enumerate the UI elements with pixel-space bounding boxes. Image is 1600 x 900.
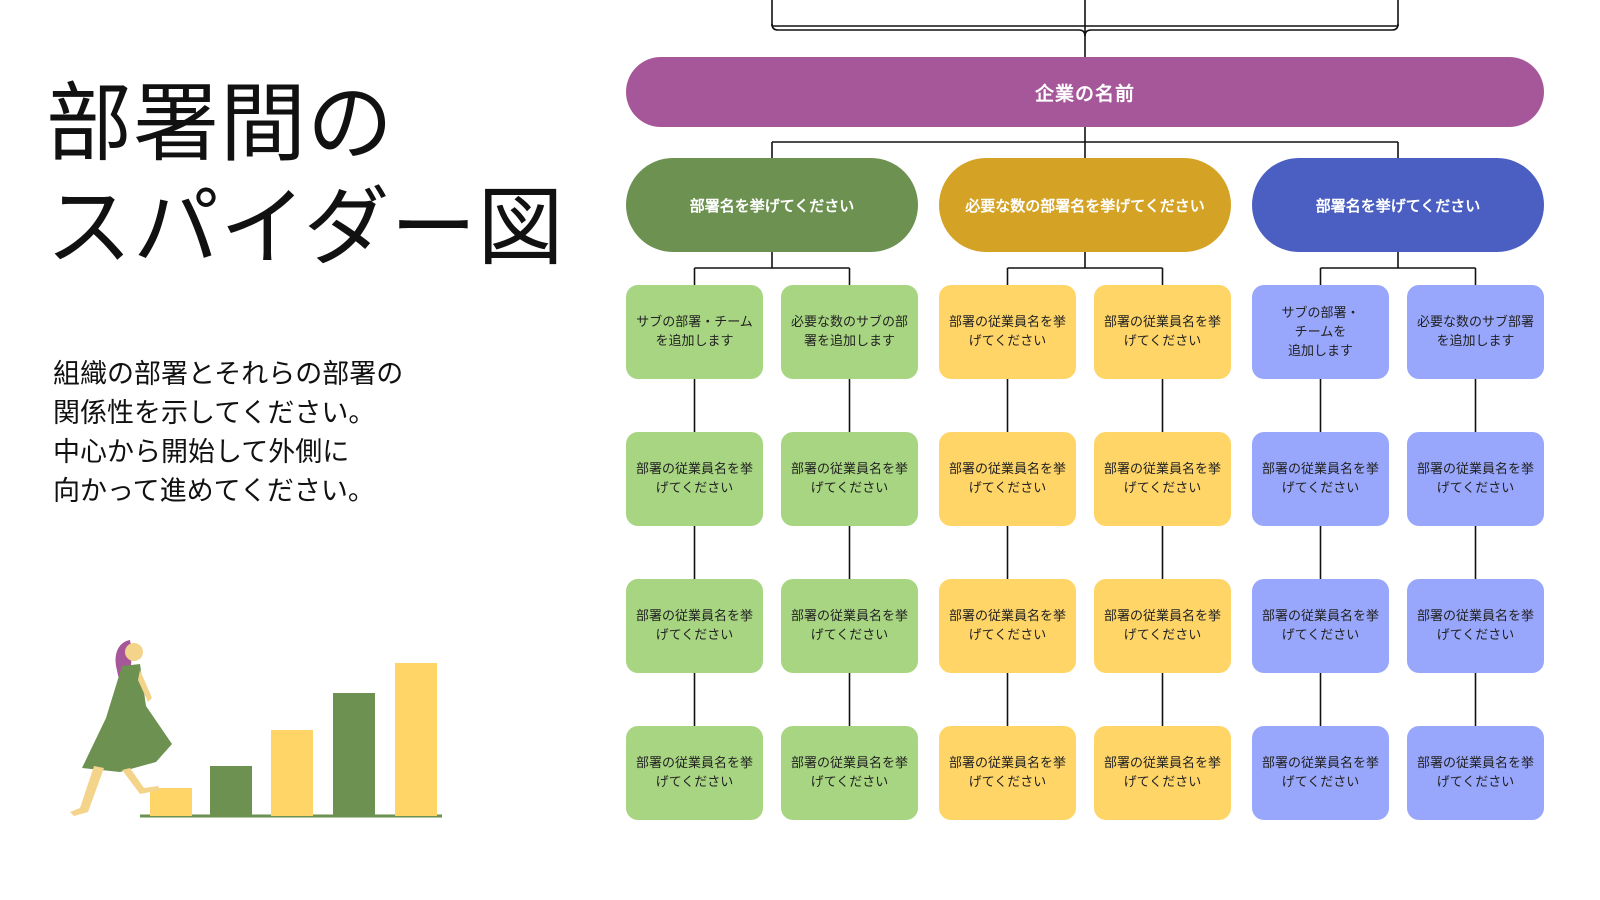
sub-node: サブの部署・チームを追加します xyxy=(626,285,763,379)
sub-node: 部署の従業員名を挙げてください xyxy=(939,432,1076,526)
sub-node: 部署の従業員名を挙げてください xyxy=(626,579,763,673)
sub-node: 部署の従業員名を挙げてください xyxy=(1252,579,1389,673)
department-node-2: 必要な数の部署名を挙げてください xyxy=(939,158,1231,252)
sub-node: 部署の従業員名を挙げてください xyxy=(626,432,763,526)
sub-node: サブの部署・ チームを 追加します xyxy=(1252,285,1389,379)
sub-node: 部署の従業員名を挙げてください xyxy=(626,726,763,820)
page-title: 部署間の スパイダー図 xyxy=(46,72,565,280)
sub-node: 部署の従業員名を挙げてください xyxy=(1252,726,1389,820)
sub-node: 部署の従業員名を挙げてください xyxy=(1252,432,1389,526)
description-line-2: 関係性を示してください。 xyxy=(53,398,376,429)
sub-node: 部署の従業員名を挙げてください xyxy=(1094,579,1231,673)
sub-node: 部署の従業員名を挙げてください xyxy=(939,579,1076,673)
description: 組織の部署とそれらの部署の 関係性を示してください。 中心から開始して外側に 向… xyxy=(53,355,533,511)
sub-node: 部署の従業員名を挙げてください xyxy=(781,579,918,673)
department-node-1: 部署名を挙げてください xyxy=(626,158,918,252)
description-line-3: 中心から開始して外側に xyxy=(53,437,350,468)
sub-node: 部署の従業員名を挙げてください xyxy=(1407,579,1544,673)
sub-node: 必要な数のサブの部署を追加します xyxy=(781,285,918,379)
description-line-4: 向かって進めてください。 xyxy=(53,476,375,507)
sub-node: 部署の従業員名を挙げてください xyxy=(781,432,918,526)
sub-node: 部署の従業員名を挙げてください xyxy=(1094,285,1231,379)
title-line-1: 部署間の xyxy=(46,74,394,174)
sub-node: 部署の従業員名を挙げてください xyxy=(939,285,1076,379)
sub-node: 部署の従業員名を挙げてください xyxy=(1407,726,1544,820)
woman-climbing-bar-chart-illustration xyxy=(70,640,442,818)
sub-node: 部署の従業員名を挙げてください xyxy=(1407,432,1544,526)
sub-node: 部署の従業員名を挙げてください xyxy=(939,726,1076,820)
sub-node: 必要な数のサブ部署を追加します xyxy=(1407,285,1544,379)
sub-node: 部署の従業員名を挙げてください xyxy=(781,726,918,820)
root-node-company: 企業の名前 xyxy=(626,57,1544,127)
sub-node: 部署の従業員名を挙げてください xyxy=(1094,726,1231,820)
department-node-3: 部署名を挙げてください xyxy=(1252,158,1544,252)
description-line-1: 組織の部署とそれらの部署の xyxy=(53,359,404,390)
sub-node: 部署の従業員名を挙げてください xyxy=(1094,432,1231,526)
title-line-2: スパイダー図 xyxy=(46,178,565,278)
